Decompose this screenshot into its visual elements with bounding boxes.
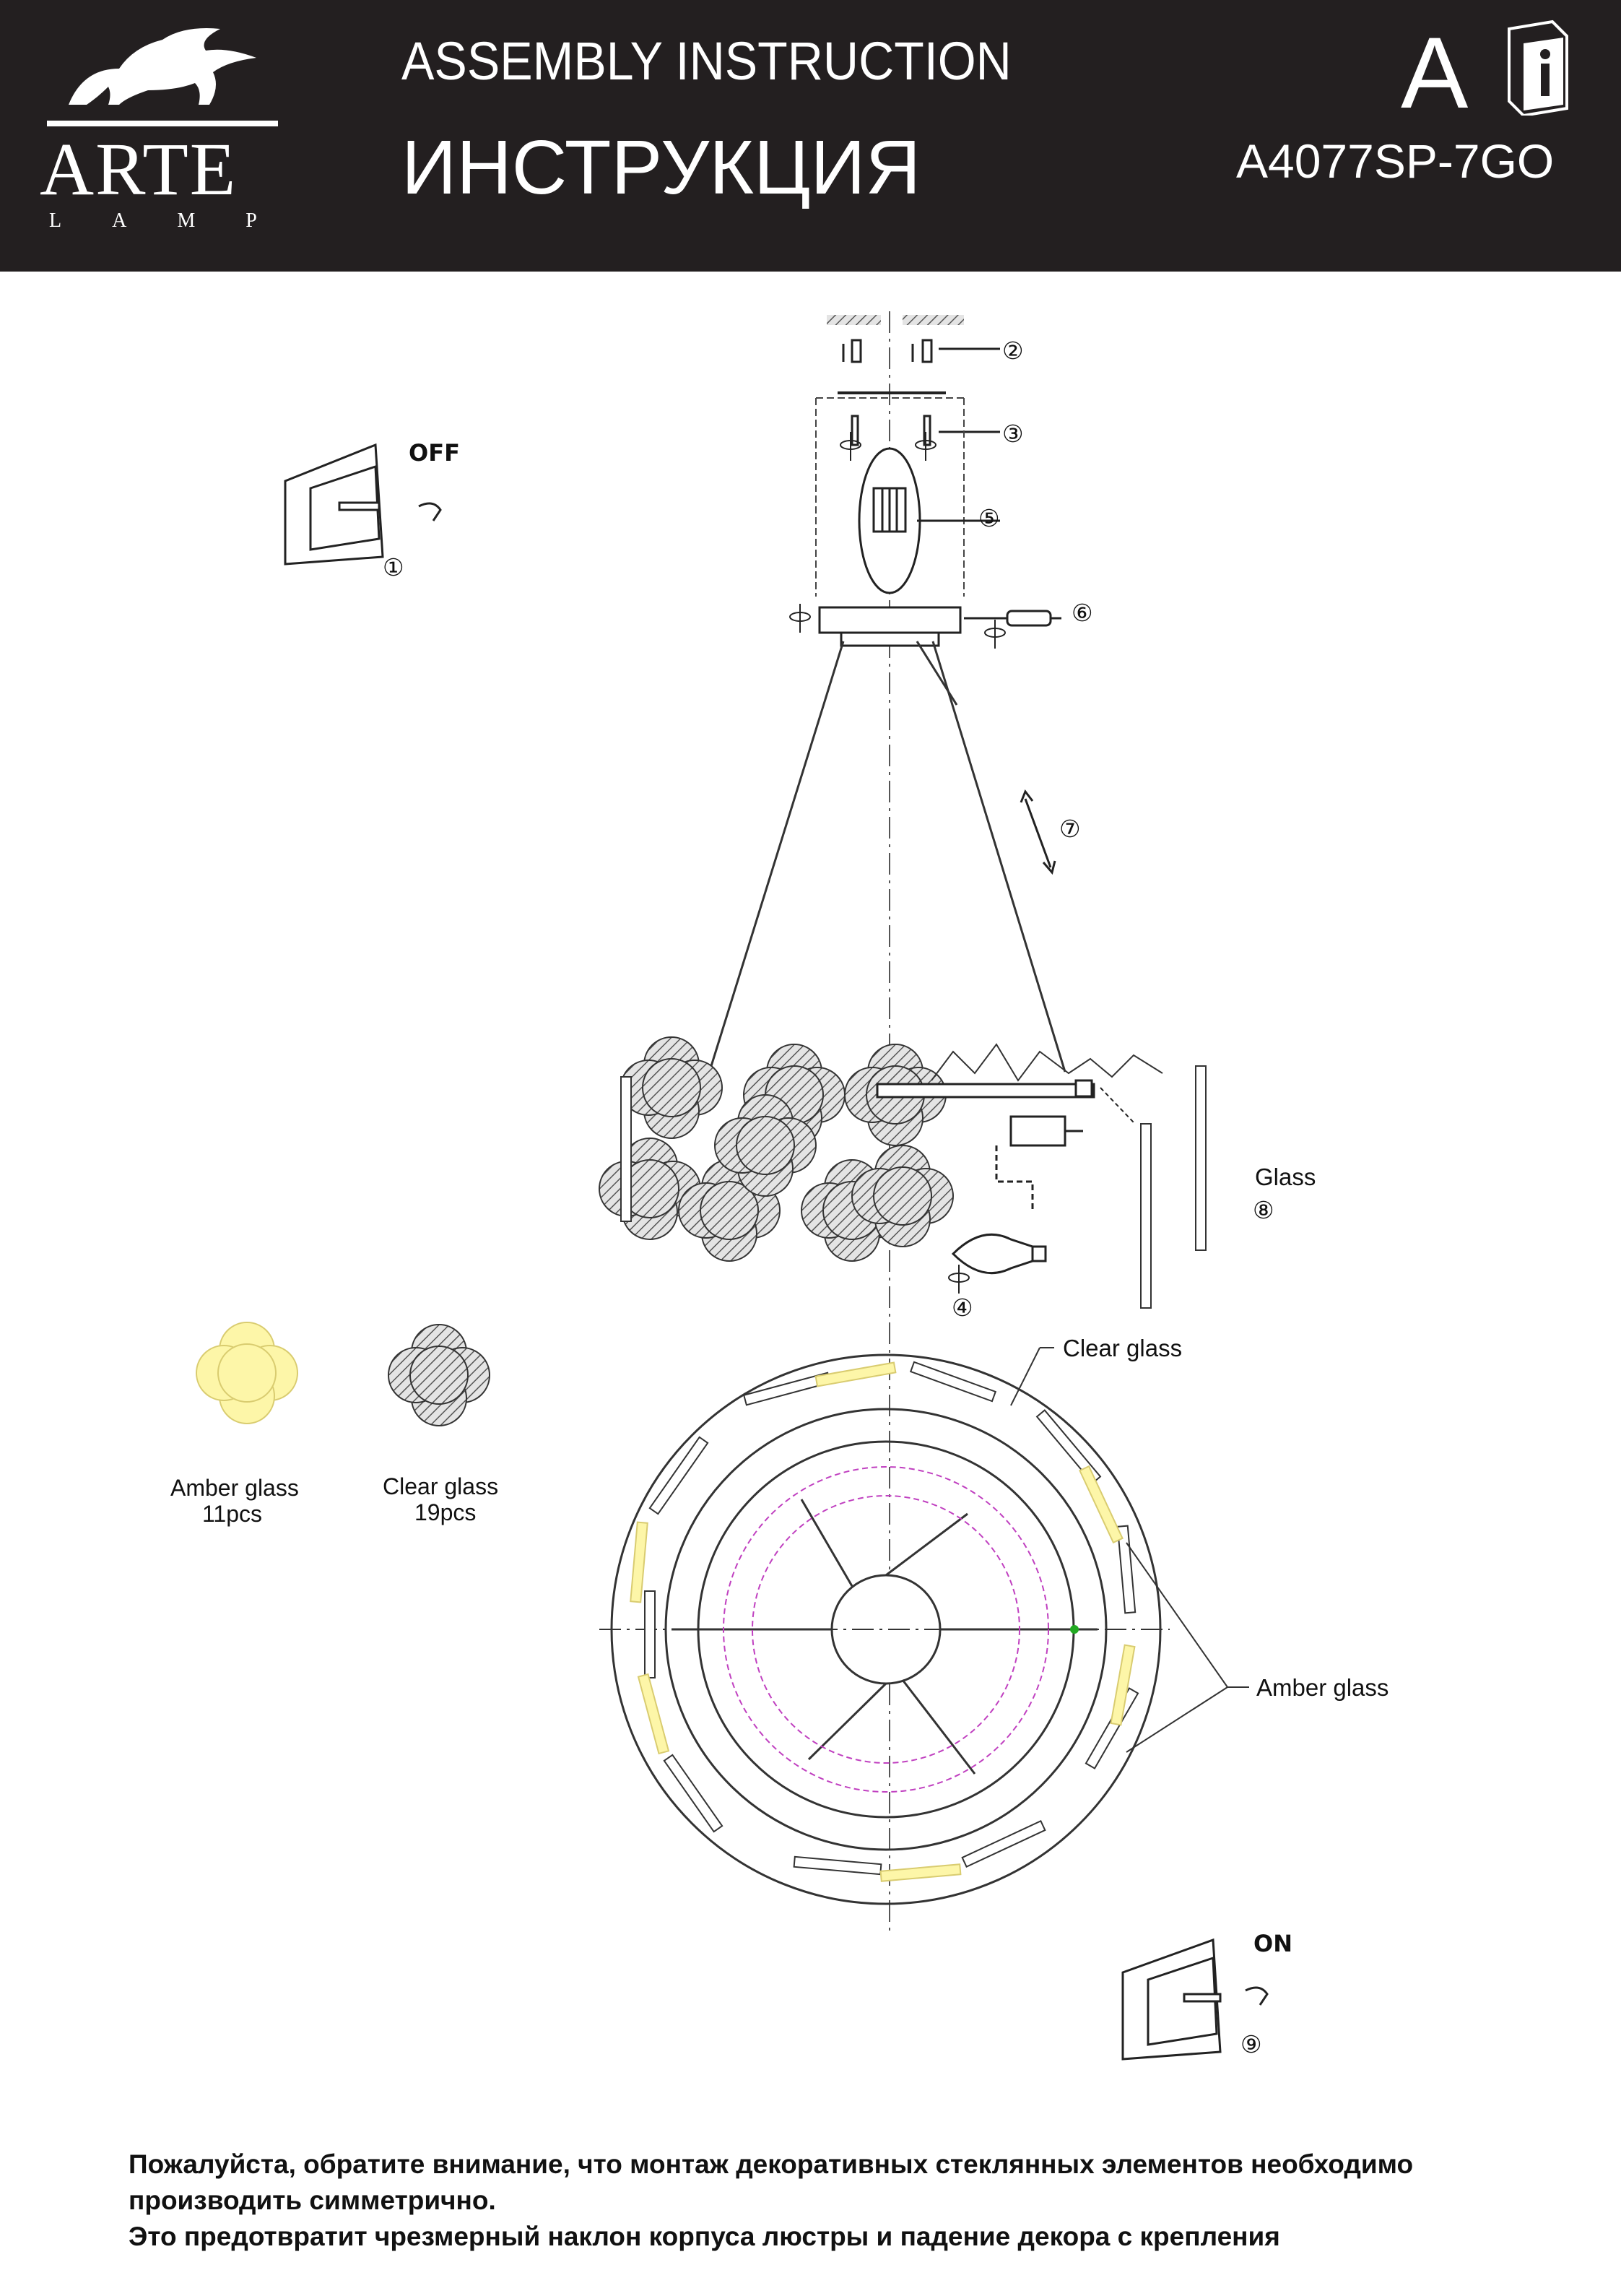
- canopy: [818, 606, 962, 647]
- clear-glass-label: Clear glass: [1063, 1335, 1183, 1361]
- manual-book-icon: [1508, 20, 1568, 116]
- leader-lines: [1010, 1347, 1249, 1753]
- off-label: OFF: [409, 439, 460, 467]
- category-letter: A: [1401, 16, 1469, 129]
- legend-clear-count: 19pcs: [414, 1499, 477, 1525]
- step-1: ①: [383, 554, 404, 581]
- step-7: ⑦: [1059, 815, 1081, 842]
- height-adjust-arrow: [1020, 789, 1056, 875]
- brand-name: ARTE: [40, 128, 238, 211]
- brand-subtitle: LAMP: [49, 209, 308, 232]
- top-view-amber-glass: [630, 1361, 1136, 1882]
- note-line-3: Это предотвратит чрезмерный наклон корпу…: [129, 2222, 1280, 2251]
- step-3: ③: [1002, 420, 1024, 447]
- top-view-inner-outline: [723, 1466, 1049, 1793]
- glass-rods: [620, 1043, 1207, 1309]
- glass-label: Glass: [1255, 1164, 1316, 1190]
- top-view-glass-ring: [644, 1361, 1139, 1876]
- light-bulb: [951, 1233, 1047, 1275]
- amber-glass-label: Amber glass: [1256, 1674, 1389, 1701]
- step-9: ⑨: [1240, 2031, 1262, 2058]
- legend-amber-name: Amber glass: [170, 1475, 299, 1501]
- note-line-1: Пожалуйста, обратите внимание, что монта…: [129, 2149, 1414, 2179]
- ceiling-hatch: [827, 315, 964, 325]
- model-number: A4077SP-7GO: [1236, 134, 1555, 188]
- top-view-marker: [1070, 1625, 1079, 1634]
- on-label: ON: [1253, 1930, 1292, 1957]
- mounting-bracket: [815, 397, 965, 597]
- legend-clear-name: Clear glass: [383, 1473, 499, 1499]
- switch-on-icon: [1121, 1938, 1269, 2061]
- step-2: ②: [1002, 337, 1024, 364]
- clear-glass-sample: [388, 1324, 490, 1426]
- wall-anchors: [842, 339, 1000, 446]
- terminal-block: [858, 447, 1000, 594]
- legend-amber-count: 11pcs: [202, 1501, 263, 1527]
- screwdriver: [964, 610, 1061, 627]
- step-8: ⑧: [1253, 1197, 1274, 1223]
- suspension-cables: [710, 641, 1066, 1073]
- title-english: ASSEMBLY INSTRUCTION: [401, 31, 1012, 91]
- arm-and-socket: [876, 1079, 1095, 1210]
- griffin-logo-icon: [47, 28, 278, 126]
- step-5: ⑤: [978, 505, 1000, 532]
- step-4: ④: [952, 1294, 973, 1321]
- header-banner: ARTE LAMP ASSEMBLY INSTRUCTION ИНСТРУКЦИ…: [0, 0, 1621, 272]
- switch-off-icon: [284, 443, 442, 566]
- title-russian: ИНСТРУКЦИЯ: [401, 125, 921, 210]
- rotation-arrows: [789, 432, 1006, 1294]
- chandelier-side-view: [599, 1036, 954, 1262]
- symmetry-note: Пожалуйста, обратите внимание, что монта…: [129, 2146, 1573, 2255]
- assembly-drawing: OFF ON ① ② ③ ⑤ ⑥ ⑦ ④ ⑧ ⑨ Glass Clear gla…: [0, 272, 1621, 2113]
- step-6: ⑥: [1072, 599, 1093, 626]
- assembly-diagram: [196, 311, 1269, 2061]
- note-line-2: производить симметрично.: [129, 2185, 496, 2215]
- amber-glass-sample: [196, 1322, 298, 1424]
